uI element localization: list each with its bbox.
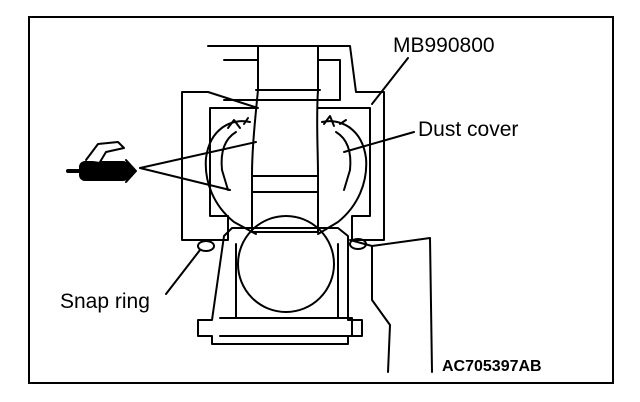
leader-grease-1	[139, 141, 257, 169]
housing-plate	[219, 317, 353, 337]
figure-frame	[28, 16, 614, 384]
leader-grease-2	[139, 167, 231, 191]
tool-mb990800-inner	[223, 59, 341, 101]
leader-dust-cover	[343, 131, 415, 153]
socket-inner	[235, 243, 339, 319]
dust-cover-lip-left	[220, 131, 237, 191]
dust-cover-crest-left	[227, 117, 249, 129]
ball	[237, 215, 335, 313]
leader-snap-ring	[165, 249, 201, 295]
snap-ring-label: Snap ring	[60, 290, 150, 313]
dust-cover-label: Dust cover	[418, 118, 519, 141]
tool-label: MB990800	[393, 34, 495, 57]
knuckle-arm	[349, 237, 433, 373]
figure-id-label: AC705397AB	[442, 358, 542, 375]
tool-mb990800-outline	[181, 45, 385, 241]
leader-tool	[371, 57, 409, 105]
ball-stud	[251, 45, 319, 233]
snap-ring-right	[349, 238, 367, 250]
dust-cover-lip-right	[335, 131, 352, 191]
dust-cover-crest-right	[323, 115, 347, 127]
grease-gun-icon	[66, 141, 137, 183]
snap-ring-left	[197, 240, 215, 252]
